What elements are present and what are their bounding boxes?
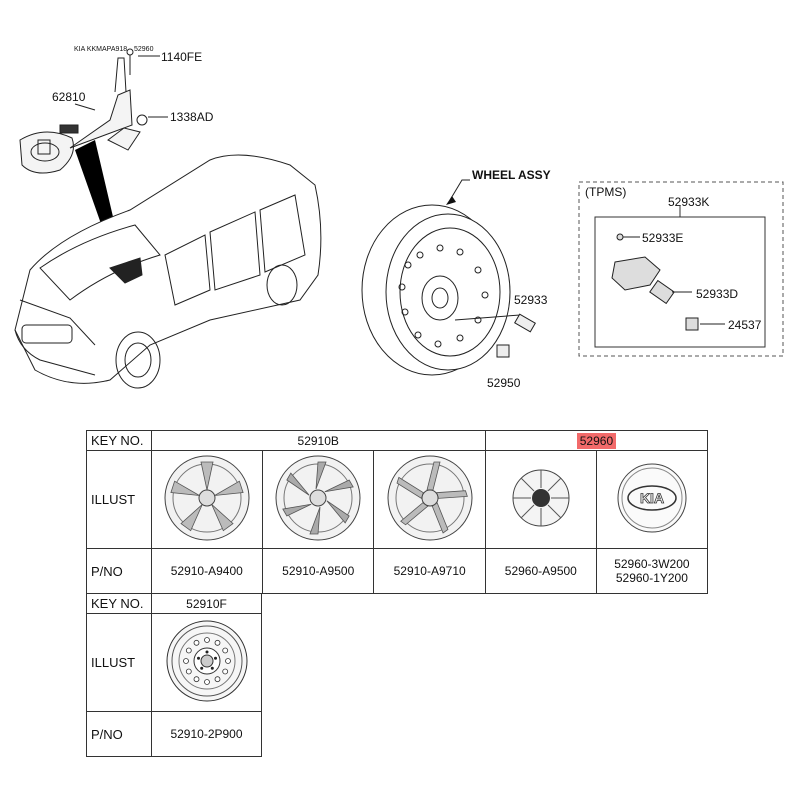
illust-label-2: ILLUST xyxy=(86,613,152,712)
callout-24537: 24537 xyxy=(728,318,762,332)
illust-alloy-wheel-a9710 xyxy=(373,450,486,549)
wheel-assy-title: WHEEL ASSY xyxy=(472,168,551,182)
callout-1140fe: 1140FE xyxy=(161,50,203,64)
part-number-steel: 52910-2P900 xyxy=(151,711,262,757)
group-52910f: 52910F xyxy=(151,593,262,614)
part-number-1: 52910-A9400 xyxy=(150,548,264,594)
callout-52960-top: 52960 xyxy=(134,46,154,53)
emblem-text: KIA xyxy=(640,490,664,506)
steel-wheel-drawing xyxy=(361,204,511,376)
illust-label: ILLUST xyxy=(86,450,152,549)
illust-alloy-wheel-a9400 xyxy=(150,450,264,549)
pno-label: P/NO xyxy=(86,548,152,594)
callout-52950: 52950 xyxy=(487,376,521,390)
group-52910b: 52910B xyxy=(150,430,486,451)
tpms-box xyxy=(578,181,784,357)
pno-label-2: P/NO xyxy=(86,711,152,757)
part-number-3: 52910-A9710 xyxy=(373,548,486,594)
illust-steel-wheel xyxy=(151,613,262,712)
wheel-assy-arrow xyxy=(446,196,456,205)
callout-1338ad: 1338AD xyxy=(170,110,214,124)
tpms-label: (TPMS) xyxy=(585,185,627,199)
spare-tire-carrier-drawing xyxy=(19,48,148,174)
parts-table-2: KEY NO. 52910F ILLUST P/NO 52910-2P900 xyxy=(86,593,262,757)
callout-52933e: 52933E xyxy=(642,231,684,245)
part-number-4: 52960-A9500 xyxy=(484,548,597,594)
callout-52933k: 52933K xyxy=(668,195,710,209)
callout-62810: 62810 xyxy=(52,90,86,104)
key-no-label: KEY NO. xyxy=(86,430,152,451)
part-number-6: 52960-1Y200 xyxy=(615,571,688,585)
illust-alloy-wheel-a9500 xyxy=(261,450,375,549)
part-number-2: 52910-A9500 xyxy=(261,548,375,594)
key-no-label-2: KEY NO. xyxy=(86,593,152,614)
group-52960-highlight: 52960 xyxy=(576,432,617,449)
illust-wheel-cover-a9500 xyxy=(484,450,597,549)
callout-52933d: 52933D xyxy=(696,287,739,301)
parts-table-1: KEY NO. 52910B 52960 ILLUST KIA P/NO 529… xyxy=(86,430,709,594)
illust-kia-emblem-cap: KIA xyxy=(595,450,709,549)
valve-and-nut-drawing xyxy=(454,313,536,358)
exploded-parts-diagram xyxy=(14,48,784,389)
group-52960-cell: 52960 xyxy=(484,430,709,451)
catalog-code-label: KIA KKMAPA918 xyxy=(74,46,128,53)
minivan-drawing xyxy=(14,154,322,389)
callout-52933: 52933 xyxy=(514,293,548,307)
part-number-5: 52960-3W200 xyxy=(614,557,690,571)
tpms-parts-drawing xyxy=(611,233,725,331)
